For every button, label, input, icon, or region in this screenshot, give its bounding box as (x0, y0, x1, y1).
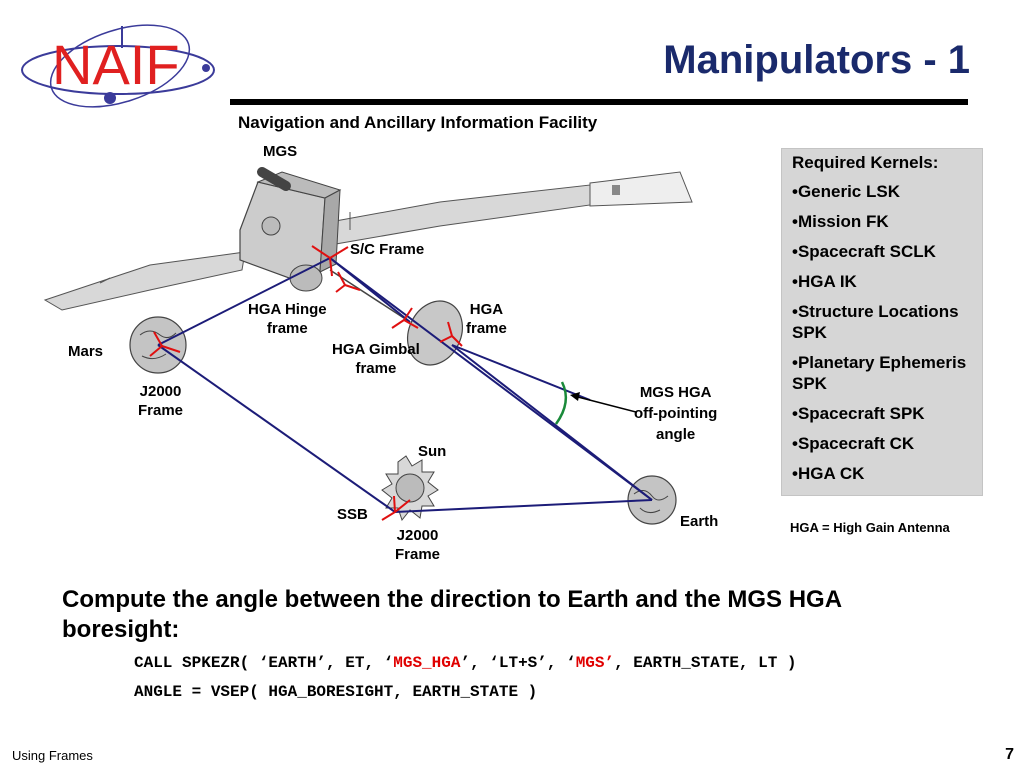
code-highlight-mgs-hga: MGS_HGA (393, 654, 461, 672)
label-hga-hinge-frame: HGA Hinge frame (248, 301, 327, 337)
kernels-list: Generic LSK Mission FK Spacecraft SCLK H… (792, 181, 972, 484)
page-title: Manipulators - 1 (663, 38, 970, 82)
left-solar-panel (43, 251, 246, 311)
label-sc-frame: S/C Frame (350, 241, 425, 258)
sun-icon (381, 455, 439, 522)
page-number: 7 (1005, 746, 1014, 763)
label-sun: Sun (418, 443, 447, 460)
frames-diagram: MGS S/C Frame HGA Hinge frame HGA frame … (0, 130, 780, 570)
page-subtitle: Navigation and Ancillary Information Fac… (238, 113, 598, 132)
right-solar-panel (329, 184, 591, 246)
kernel-item: Spacecraft CK (792, 433, 972, 454)
hga-dish (407, 300, 463, 366)
label-off-pointing-angle: MGS HGA off-pointing angle (634, 384, 718, 443)
kernel-item: Mission FK (792, 211, 972, 232)
label-hga-frame: HGA frame (466, 301, 507, 337)
label-j2000-frame-mars: J2000 Frame (138, 383, 184, 419)
off-pointing-angle-arc (554, 381, 568, 425)
title-rule (230, 99, 968, 105)
diagram-svg (43, 167, 693, 525)
label-ssb: SSB (337, 506, 368, 523)
code-segment: , EARTH_STATE, LT ) (614, 654, 797, 672)
kernel-item: HGA CK (792, 463, 972, 484)
code-highlight-mgs: MGS’ (575, 654, 615, 672)
position-vectors (157, 257, 653, 513)
kernel-item: Spacecraft SPK (792, 403, 972, 424)
required-kernels-panel: Required Kernels: Generic LSK Mission FK… (781, 148, 983, 496)
code-segment: CALL SPKEZR( ‘EARTH’, ET, ‘ (134, 654, 394, 672)
kernel-item: Generic LSK (792, 181, 972, 202)
kernel-item: Planetary Ephemeris SPK (792, 352, 972, 394)
label-mars: Mars (68, 343, 104, 360)
frame-axes (149, 245, 463, 521)
kernels-title: Required Kernels: (792, 153, 939, 172)
label-hga-gimbal-frame: HGA Gimbal frame (332, 341, 420, 377)
label-mgs: MGS (263, 143, 298, 160)
naif-logo: NAIF (21, 24, 215, 108)
code-line-spkezr: CALL SPKEZR( ‘EARTH’, ET, ‘MGS_HGA’, ‘LT… (134, 654, 797, 672)
label-j2000-frame-ssb: J2000 Frame (395, 527, 441, 563)
label-earth: Earth (680, 513, 719, 530)
kernel-item: Structure Locations SPK (792, 301, 972, 343)
hga-footnote: HGA = High Gain Antenna (790, 520, 950, 535)
kernel-item: Spacecraft SCLK (792, 241, 972, 262)
angle-pointer-arrow (573, 395, 637, 413)
code-line-vsep: ANGLE = VSEP( HGA_BORESIGHT, EARTH_STATE… (134, 683, 538, 701)
code-segment: ’, ‘LT+S’, ‘ (460, 654, 576, 672)
footer-section-title: Using Frames (12, 748, 93, 763)
question-text: Compute the angle between the direction … (62, 586, 842, 643)
logo-text: NAIF (52, 33, 180, 96)
kernel-item: HGA IK (792, 271, 972, 292)
